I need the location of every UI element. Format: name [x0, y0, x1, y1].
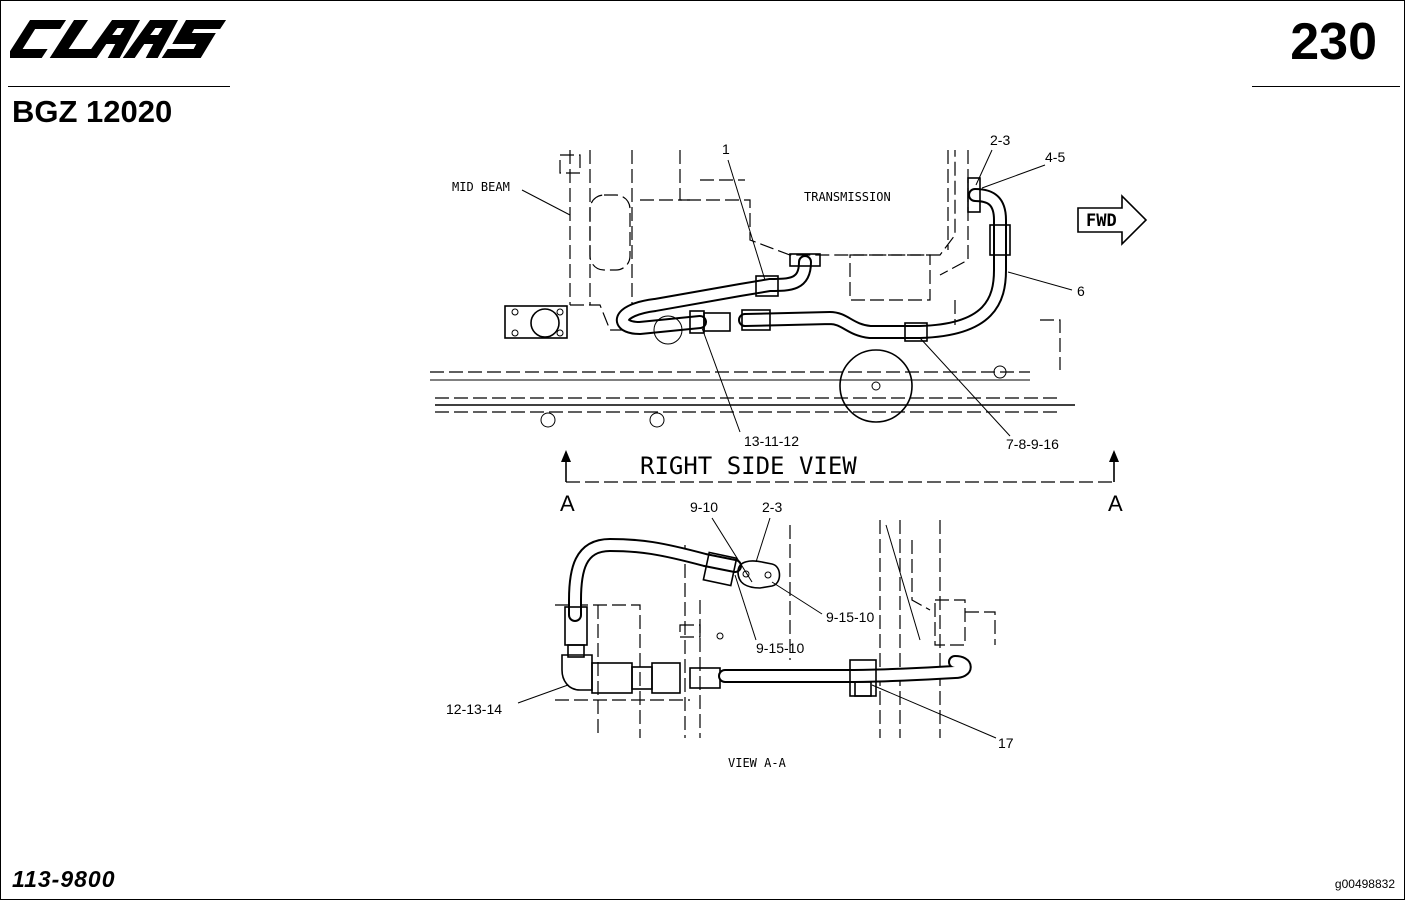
callout-17: 17 — [998, 735, 1014, 751]
callout-2-3: 2-3 — [990, 132, 1010, 148]
mid-beam-label: MID BEAM — [452, 180, 510, 194]
callout-12-13-14: 12-13-14 — [446, 701, 502, 717]
header-rule-left — [8, 86, 230, 87]
section-mark-left: A — [560, 491, 575, 516]
page-number: 230 — [1290, 13, 1377, 71]
part-number: 113-9800 — [12, 866, 116, 892]
callout-9-15-10-lower: 9-15-10 — [756, 640, 804, 656]
callout-2-3-view-a: 2-3 — [762, 499, 782, 515]
view-a-a: 9-10 2-3 9-15-10 9-15-10 12-13-14 17 VIE… — [446, 499, 1014, 770]
fwd-label: FWD — [1086, 211, 1117, 231]
view-a-a-title: VIEW A-A — [728, 756, 787, 770]
callout-6: 6 — [1077, 283, 1085, 299]
right-side-view: FWD MID BEAM TRANSMISSION 1 2-3 4-5 6 13… — [430, 132, 1148, 516]
section-mark-right: A — [1108, 491, 1123, 516]
header-rule-right — [1252, 86, 1400, 87]
callout-1: 1 — [722, 141, 730, 157]
fwd-arrow-icon — [1077, 194, 1148, 246]
document-code: BGZ 12020 — [12, 94, 173, 129]
callout-9-10: 9-10 — [690, 499, 718, 515]
right-side-view-title: RIGHT SIDE VIEW — [640, 452, 857, 480]
image-code: g00498832 — [1334, 877, 1395, 891]
callout-4-5: 4-5 — [1045, 149, 1065, 165]
callout-7-8-9-16: 7-8-9-16 — [1006, 436, 1059, 452]
callout-9-15-10-upper: 9-15-10 — [826, 609, 874, 625]
callout-13-11-12: 13-11-12 — [744, 433, 799, 449]
transmission-label: TRANSMISSION — [804, 190, 891, 204]
claas-logo — [5, 14, 235, 69]
